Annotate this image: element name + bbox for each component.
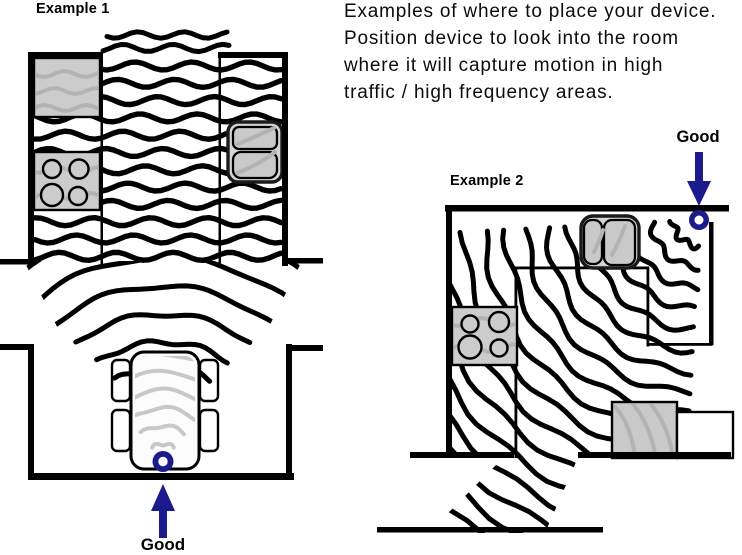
counter-icon xyxy=(32,56,102,119)
wave-line xyxy=(138,423,186,437)
stove-icon xyxy=(450,305,519,367)
wave-line xyxy=(53,283,275,328)
wave-line xyxy=(648,219,701,273)
kitchen-divider-line xyxy=(218,56,221,266)
wave-line xyxy=(94,338,230,366)
example1-floorplan xyxy=(0,29,323,538)
wave-line xyxy=(135,404,195,422)
wave-line xyxy=(34,215,284,229)
example2-floorplan xyxy=(377,152,735,533)
example2-walls xyxy=(377,205,731,533)
wave-line xyxy=(104,29,230,41)
instructions-text: Examples of where to place your device. … xyxy=(344,1,717,103)
burner-icon xyxy=(460,314,480,334)
device-marker-example1 xyxy=(152,451,174,472)
device-marker-example2 xyxy=(689,210,709,230)
wave-line xyxy=(523,226,693,397)
wave-line xyxy=(544,225,694,378)
burner-icon xyxy=(41,158,63,180)
wave-line xyxy=(667,219,701,252)
sink-icon xyxy=(226,120,284,184)
wave-line xyxy=(150,441,176,450)
wave-line xyxy=(428,233,686,519)
burner-icon xyxy=(487,310,511,334)
coverage-waves-over-table xyxy=(135,356,195,450)
example1-label: Example 1 xyxy=(36,1,110,17)
coverage-waves-door-top xyxy=(100,29,232,55)
burner-icon xyxy=(67,185,89,207)
wave-line xyxy=(36,69,98,79)
wave-line xyxy=(34,249,284,263)
kitchen-divider-line xyxy=(100,56,103,266)
burner-icon xyxy=(489,338,509,358)
good-arrow-down-icon xyxy=(687,152,711,206)
counter-accent-waves xyxy=(36,69,98,113)
example2-label: Example 2 xyxy=(450,173,524,189)
side-table xyxy=(610,400,679,460)
wave-line xyxy=(428,236,683,533)
wave-line xyxy=(100,41,232,55)
coverage-waves-room xyxy=(428,219,701,533)
burner-icon xyxy=(457,334,483,360)
wave-line xyxy=(36,86,98,97)
example1-walls xyxy=(0,52,323,480)
wave-line xyxy=(36,102,98,113)
good-arrow-up-icon xyxy=(151,484,175,538)
wave-line xyxy=(73,312,253,345)
wave-line xyxy=(34,232,284,246)
wave-line xyxy=(135,386,195,407)
good-label-example1: Good xyxy=(140,535,186,554)
burner-icon xyxy=(39,182,65,208)
stove-icon xyxy=(32,150,102,212)
sink-icon xyxy=(579,214,641,270)
good-label-example2: Good xyxy=(676,128,720,146)
table xyxy=(675,410,735,460)
burner-icon xyxy=(68,158,90,180)
wave-line xyxy=(30,261,299,310)
wave-line xyxy=(135,368,195,393)
